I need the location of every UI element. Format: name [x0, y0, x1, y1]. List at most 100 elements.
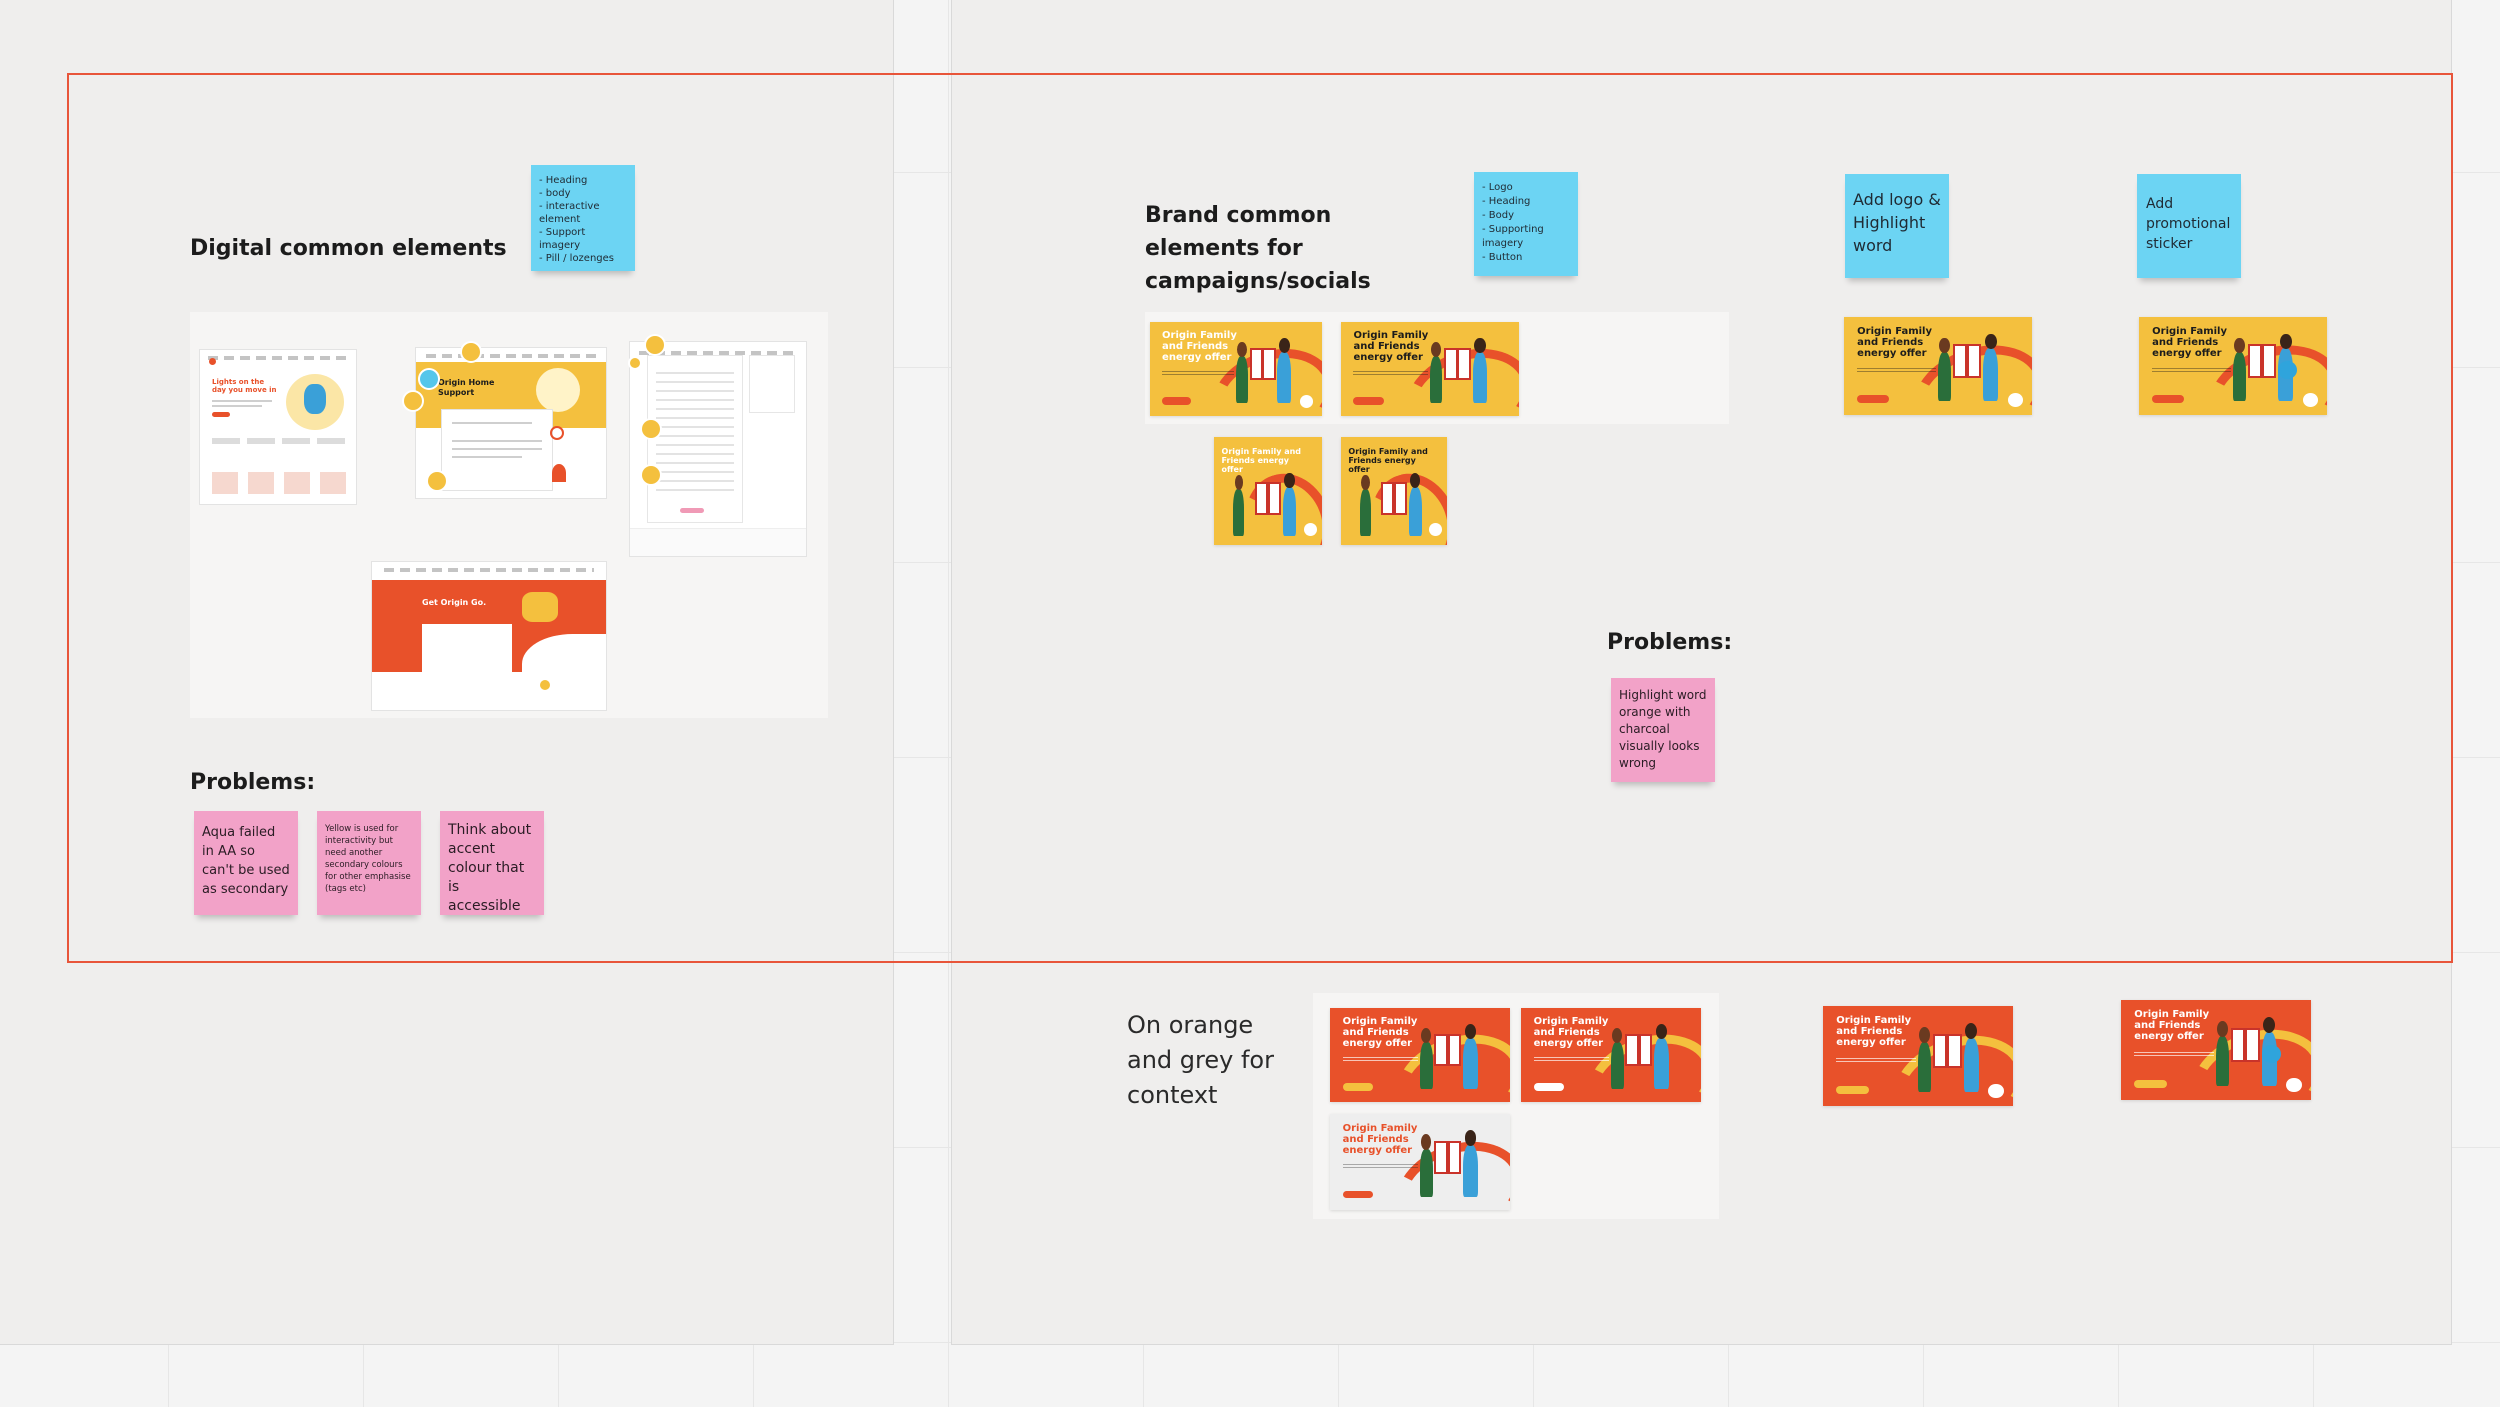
- banner-title: Origin Family and Friends energy offer: [1162, 330, 1237, 364]
- person-illustration: [1472, 337, 1487, 403]
- banner-button: [1857, 395, 1890, 404]
- banner-button: [2152, 395, 2185, 404]
- campaign-banner-grey[interactable]: Origin Family and Friends energy offer: [1330, 1114, 1510, 1210]
- comment-pin[interactable]: [462, 343, 480, 361]
- website-origin-go-screenshot[interactable]: Get Origin Go.: [372, 562, 606, 710]
- side-panel: [750, 356, 794, 412]
- go-curve: [522, 634, 606, 684]
- banner-body: [1162, 370, 1235, 377]
- banner-body: [1533, 1056, 1610, 1063]
- form-submit: [680, 508, 704, 513]
- banner-title: Origin Family and Friends energy offer: [1221, 446, 1302, 474]
- banner-body: [2134, 1052, 2215, 1058]
- campaign-banner-orange-sticker[interactable]: Origin Family and Friends energy offer: [2121, 1000, 2311, 1100]
- problem-sticky-aqua[interactable]: Aqua failed in AA so can't be used as se…: [194, 811, 298, 915]
- origin-logo-icon: [2286, 1078, 2302, 1092]
- comment-pin[interactable]: [630, 358, 640, 368]
- digital-problems-title: Problems:: [190, 770, 316, 795]
- comment-pin[interactable]: [646, 336, 664, 354]
- banner-title: Origin Family and Friends energy offer: [1857, 325, 1932, 359]
- tiles-row: [212, 438, 346, 444]
- campaign-banner-logo-highlight[interactable]: Origin Family and Friends energy offer: [1844, 317, 2032, 415]
- logo-dot: [209, 358, 216, 365]
- banner-button: [2134, 1080, 2167, 1088]
- person-illustration: [1408, 472, 1422, 537]
- context-label: On orange and grey for context: [1127, 1011, 1274, 1109]
- campaign-banner-yellow[interactable]: Origin Family and Friends energy offer: [1341, 322, 1519, 416]
- origin-logo-icon: [1303, 523, 1317, 537]
- banner-body: [1857, 367, 1937, 374]
- go-illustration: [522, 592, 558, 622]
- nav-bar: [207, 356, 349, 361]
- banner-title: Origin Family and Friends energy offer: [1342, 1122, 1418, 1156]
- digital-section-title: Digital common elements: [190, 236, 507, 261]
- comment-pin[interactable]: [420, 370, 438, 388]
- promo-sticker-badge: [2261, 1045, 2281, 1063]
- go-confetti: [540, 680, 550, 690]
- origin-logo-icon: [1428, 523, 1442, 537]
- campaign-banner-orange[interactable]: Origin Family and Friends energy offer: [1521, 1008, 1701, 1102]
- banner-button: [1353, 397, 1384, 405]
- brand-problems-title: Problems:: [1607, 630, 1733, 655]
- campaign-banner-yellow[interactable]: Origin Family and Friends energy offer: [1150, 322, 1322, 416]
- banner-title: Origin Family and Friends energy offer: [1533, 1016, 1609, 1050]
- banner-body: [1836, 1058, 1917, 1064]
- nav-bar: [425, 354, 597, 358]
- website-home-screenshot[interactable]: Lights on the day you move in: [200, 350, 356, 504]
- problem-sticky-accent[interactable]: Think about accent colour that is access…: [440, 811, 544, 915]
- campaign-banner-orange-logo[interactable]: Origin Family and Friends energy offer: [1823, 1006, 2013, 1106]
- hero-hand: [304, 384, 326, 414]
- banner-title: Origin Family and Friends energy offer: [1348, 446, 1428, 474]
- banner-body: [2152, 367, 2232, 374]
- comment-pin[interactable]: [642, 466, 660, 484]
- comment-pin[interactable]: [642, 420, 660, 438]
- cards-row: [212, 472, 346, 494]
- banner-button: [1342, 1190, 1374, 1199]
- comment-pin[interactable]: [404, 392, 422, 410]
- logo-highlight-sticky-note[interactable]: Add logo & Highlight word: [1845, 174, 1949, 278]
- digital-screens-board: Lights on the day you move in Origin Hom…: [190, 312, 828, 718]
- text-line: [452, 456, 522, 458]
- comment-pin[interactable]: [428, 472, 446, 490]
- text-line: [212, 400, 272, 402]
- person-illustration: [1283, 472, 1297, 537]
- problem-sticky-yellow[interactable]: Yellow is used for interactivity but nee…: [317, 811, 421, 915]
- banner-button: [1162, 397, 1192, 405]
- home-hero-heading: Lights on the day you move in: [212, 378, 277, 394]
- text-line: [452, 448, 542, 450]
- gift-illustration: [1434, 1140, 1462, 1174]
- deco-shape: [552, 464, 566, 482]
- person-illustration: [1918, 1027, 1932, 1092]
- footer-band: [630, 528, 806, 556]
- website-form-screenshot[interactable]: [630, 342, 806, 556]
- gift-illustration: [1249, 348, 1276, 381]
- promo-sticker-badge: [2278, 361, 2297, 379]
- go-white-card: [422, 624, 512, 710]
- person-illustration: [1463, 1023, 1478, 1089]
- person-illustration: [2233, 337, 2247, 402]
- brand-section-title: Brand common elements for campaigns/soci…: [1145, 203, 1371, 294]
- promotional-sticker-sticky-note[interactable]: Add promotional sticker: [2137, 174, 2241, 278]
- gift-illustration: [1381, 482, 1407, 515]
- campaign-banner-yellow-square[interactable]: Origin Family and Friends energy offer: [1214, 437, 1322, 545]
- brand-elements-sticky-note[interactable]: - Logo - Heading - Body - Supporting ima…: [1474, 172, 1578, 276]
- website-support-screenshot[interactable]: Origin Home Support: [416, 348, 606, 498]
- campaign-banner-promo-sticker[interactable]: Origin Family and Friends energy offer: [2139, 317, 2327, 415]
- problem-sticky-highlight[interactable]: Highlight word orange with charcoal visu…: [1611, 678, 1715, 782]
- banner-button: [1836, 1086, 1869, 1094]
- campaign-banner-orange[interactable]: Origin Family and Friends energy offer: [1330, 1008, 1510, 1102]
- person-illustration: [1420, 1134, 1433, 1197]
- origin-logo-icon: [2302, 393, 2318, 408]
- person-illustration: [1233, 474, 1245, 537]
- digital-elements-sticky-note[interactable]: - Heading - body - interactive element -…: [531, 165, 635, 271]
- text-line: [452, 440, 542, 442]
- campaign-banner-yellow-square[interactable]: Origin Family and Friends energy offer: [1341, 437, 1447, 545]
- banner-title: Origin Family and Friends energy offer: [2134, 1009, 2210, 1042]
- person-illustration: [1963, 1022, 1979, 1092]
- gift-illustration: [1255, 482, 1281, 515]
- person-illustration: [1611, 1027, 1624, 1089]
- selection-outline[interactable]: [67, 73, 2453, 963]
- person-illustration: [1360, 474, 1371, 537]
- go-hero-heading: Get Origin Go.: [422, 598, 487, 607]
- person-illustration: [1236, 341, 1249, 403]
